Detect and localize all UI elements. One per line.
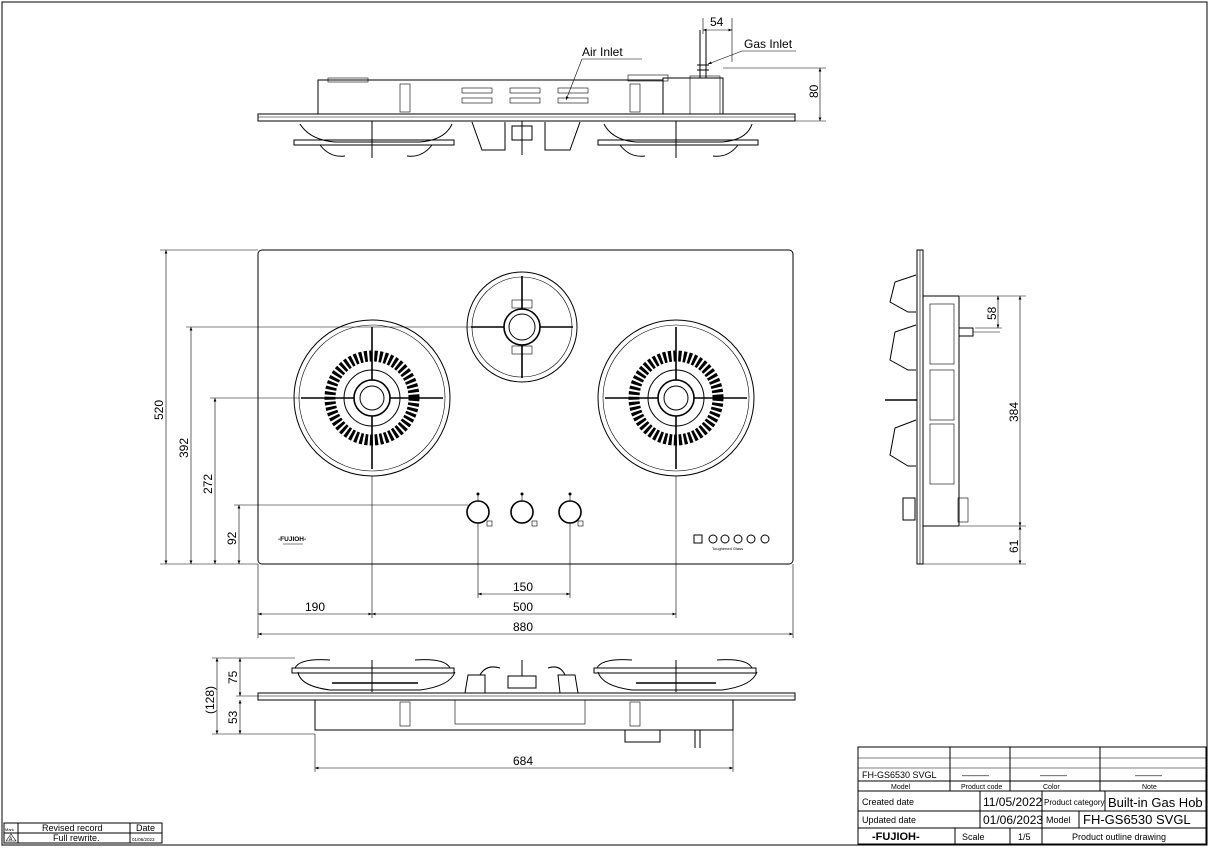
title-block: FH-GS6530 SVGL ——— ——— ——— Model Product… xyxy=(857,746,1207,845)
air-inlet-label: Air Inlet xyxy=(582,45,623,59)
tb-model-value: FH-GS6530 SVGL xyxy=(862,770,937,780)
tb-color-label: Color xyxy=(1043,784,1060,791)
front-elevation-view: (128) 75 53 684 xyxy=(203,657,796,772)
tb-category-label: Product category xyxy=(1044,798,1104,807)
dim-side-384: 384 xyxy=(1007,402,1021,422)
rev-record-value: Full rewrite. xyxy=(53,833,100,843)
dim-top-height: 80 xyxy=(807,84,821,98)
dim-side-61: 61 xyxy=(1007,539,1021,553)
center-burner xyxy=(466,271,578,383)
dim-side-58: 58 xyxy=(985,306,999,320)
dim-front-total: (128) xyxy=(203,686,217,714)
dim-knob-y: 92 xyxy=(225,531,239,545)
rev-mark-symbol: A xyxy=(9,837,13,843)
side-elevation-view: 58 384 61 xyxy=(885,249,1026,565)
control-knobs xyxy=(466,492,584,527)
rev-date-value: 01/06/2023 xyxy=(132,837,155,842)
rev-mark-label: Mark xyxy=(5,827,14,832)
tb-note-label: Note xyxy=(1142,784,1157,791)
revision-block: Mark A Revised record Full rewrite. Date… xyxy=(3,822,163,844)
dim-knob-spacing: 150 xyxy=(513,580,533,594)
right-burner xyxy=(597,319,755,477)
tb-dash-code: ——— xyxy=(962,770,989,780)
dim-cutout-width: 684 xyxy=(513,754,533,768)
tb-scale-value: 1/5 xyxy=(1018,832,1031,842)
rev-record-label: Revised record xyxy=(42,823,103,833)
tb-updated-label: Updated date xyxy=(862,815,916,825)
left-burner xyxy=(293,319,451,477)
dim-burner-span: 500 xyxy=(513,600,533,614)
tb-brand-logo: -FUJIOH- xyxy=(872,831,920,843)
dim-gas-inlet-offset: 54 xyxy=(710,15,724,29)
tb-model-value-2: FH-GS6530 SVGL xyxy=(1083,812,1191,827)
tb-updated-value: 01/06/2023 xyxy=(983,813,1043,827)
rev-date-label: Date xyxy=(136,823,155,833)
tb-product-code-label: Product code xyxy=(961,784,1002,791)
rear-elevation-view: Air Inlet Gas Inlet 54 80 xyxy=(257,15,826,158)
tb-drawing-type: Product outline drawing xyxy=(1072,832,1166,842)
plan-view: -FUJIOH- Toughened Glass 520 392 272 92 xyxy=(152,249,794,638)
glass-panel-outline xyxy=(257,249,794,565)
dim-front-upper: 75 xyxy=(226,670,240,684)
tb-dash-note: ——— xyxy=(1135,770,1162,780)
dim-burner-side: 272 xyxy=(201,474,215,494)
tb-created-value: 11/05/2022 xyxy=(983,795,1042,809)
tb-model-label: Model xyxy=(891,784,911,791)
dim-width-total: 880 xyxy=(513,620,533,634)
dim-depth-total: 520 xyxy=(152,400,166,420)
tb-category-value: Built-in Gas Hob xyxy=(1108,795,1203,810)
tb-model-label-2: Model xyxy=(1046,815,1071,825)
panel-brand-logo: -FUJIOH- xyxy=(278,536,306,543)
dim-front-lower: 53 xyxy=(226,710,240,724)
dim-left-offset: 190 xyxy=(305,600,325,614)
dim-burner-rear: 392 xyxy=(177,438,191,458)
tb-dash-color: ——— xyxy=(1040,770,1067,780)
toughened-glass-text: Toughened Glass xyxy=(712,546,743,551)
control-panel-icons xyxy=(693,534,770,544)
gas-inlet-label: Gas Inlet xyxy=(744,37,793,51)
tb-scale-label: Scale xyxy=(962,832,985,842)
tb-created-label: Created date xyxy=(862,797,914,807)
